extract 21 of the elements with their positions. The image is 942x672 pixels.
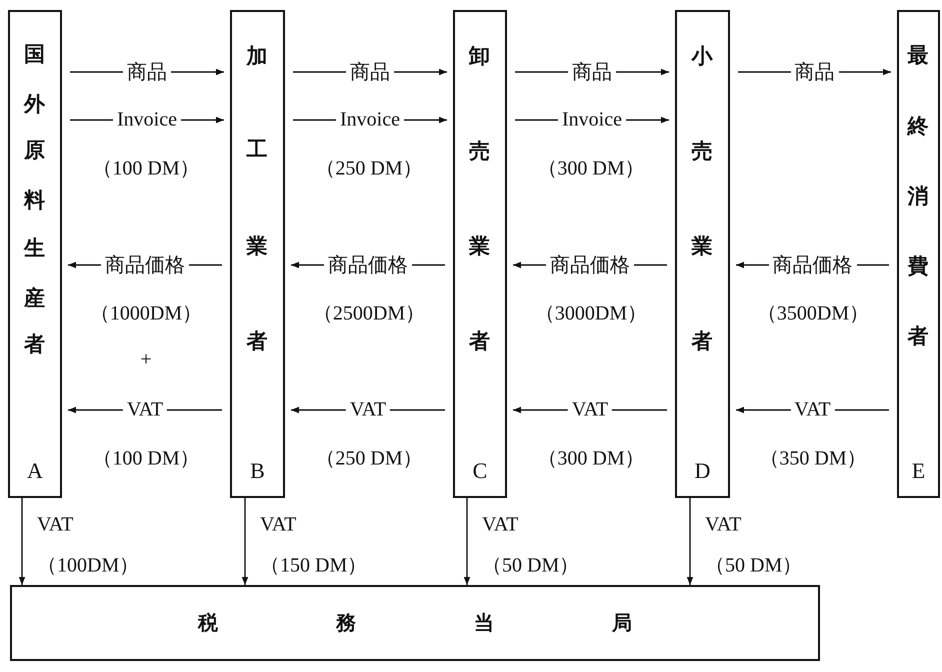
column-box <box>897 10 940 498</box>
arrow <box>18 498 26 585</box>
authority-title: 税務当局 <box>196 612 750 636</box>
column-box <box>230 10 285 498</box>
column-box <box>675 10 730 498</box>
arrow <box>242 498 248 585</box>
column-title: 卸売業者 <box>467 28 493 408</box>
column-letter: A <box>27 458 43 484</box>
column-letter: B <box>250 458 265 484</box>
column-title: 加工業者 <box>244 28 270 408</box>
arrow <box>464 498 470 585</box>
column-box <box>453 10 507 498</box>
column-letter: C <box>472 458 488 484</box>
column-title: 小売業者 <box>690 28 716 408</box>
column-letter: D <box>694 458 710 484</box>
column-letter: E <box>912 458 926 484</box>
column-box <box>8 10 62 498</box>
column-title: 国外原料生産者 <box>22 28 48 364</box>
arrow <box>686 498 694 585</box>
authority-box <box>10 585 820 661</box>
column-title: 最終消費者 <box>906 28 932 378</box>
